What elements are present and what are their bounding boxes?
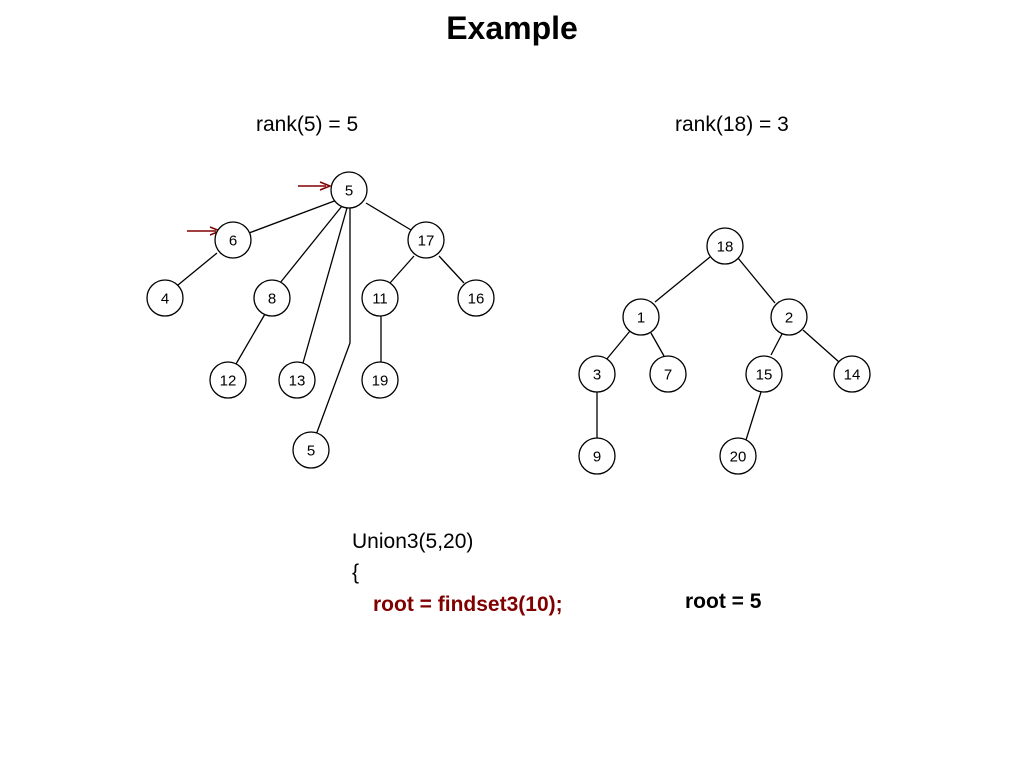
- code-line-findset-call: root = findset3(10);: [373, 593, 563, 616]
- node-13: 13: [278, 361, 316, 399]
- edge-18-2: [737, 257, 776, 304]
- node-label: 9: [593, 449, 601, 466]
- node-label: 3: [593, 367, 601, 384]
- edge-18-1: [654, 256, 711, 303]
- edge-17-11: [389, 255, 415, 284]
- edge-17-16: [438, 255, 465, 284]
- node-3: 3: [578, 355, 616, 393]
- node-8: 8: [253, 279, 291, 317]
- node-12: 12: [209, 361, 247, 399]
- node-16: 16: [457, 279, 495, 317]
- node-label: 4: [161, 291, 169, 308]
- node-label: 5: [307, 443, 315, 460]
- pointer-arrows: [187, 181, 333, 236]
- edge-2-14: [802, 329, 840, 363]
- node-label: 17: [418, 233, 435, 250]
- node-19: 19: [361, 361, 399, 399]
- root-result-label: root = 5: [685, 590, 762, 613]
- edge-5-6: [248, 199, 338, 234]
- arrow-to-root-5-icon: [298, 181, 333, 191]
- node-label: 15: [756, 367, 773, 384]
- node-18-root: 18: [706, 227, 744, 265]
- arrow-to-node-6-icon: [187, 226, 223, 236]
- left-tree-rank-label: rank(5) = 5: [256, 113, 359, 136]
- node-7: 7: [649, 355, 687, 393]
- node-15: 15: [745, 355, 783, 393]
- node-9: 9: [578, 437, 616, 475]
- node-label: 8: [268, 291, 276, 308]
- node-17: 17: [407, 221, 445, 259]
- node-label: 11: [372, 291, 388, 308]
- left-tree-nodes: 5 6 17 4 8 11 16 12: [146, 171, 495, 469]
- edge-15-20: [745, 391, 762, 441]
- node-5-child: 5: [292, 431, 330, 469]
- edge-5-13: [302, 207, 348, 364]
- code-line-function-call: Union3(5,20): [352, 530, 474, 553]
- edge-6-4: [177, 252, 218, 286]
- edge-5-17: [365, 202, 412, 231]
- node-label: 5: [345, 183, 353, 200]
- edge-8-12: [235, 313, 266, 365]
- node-label: 7: [664, 367, 672, 384]
- right-tree-edges: [596, 256, 840, 441]
- node-5-root: 5: [330, 171, 368, 209]
- node-4: 4: [146, 279, 184, 317]
- right-tree-rank-label: rank(18) = 3: [675, 113, 789, 136]
- slide-title: Example: [446, 10, 578, 46]
- edge-5-8: [279, 205, 343, 284]
- node-14: 14: [833, 355, 871, 393]
- node-1: 1: [622, 298, 660, 336]
- edge-2-15: [770, 333, 783, 356]
- node-label: 6: [229, 233, 237, 250]
- edge-1-7: [650, 332, 665, 357]
- node-label: 1: [637, 310, 645, 327]
- code-line-open-brace: {: [352, 561, 360, 584]
- left-tree-edges: [177, 199, 465, 436]
- edge-1-3: [605, 330, 631, 361]
- edge-5-5: [315, 208, 351, 436]
- node-20: 20: [719, 437, 757, 475]
- node-2: 2: [770, 298, 808, 336]
- right-tree-nodes: 18 1 2 3 7 15 14 9: [578, 227, 871, 475]
- node-label: 14: [844, 367, 861, 384]
- node-label: 12: [220, 373, 237, 390]
- node-label: 16: [468, 291, 485, 308]
- node-label: 18: [717, 239, 734, 256]
- node-label: 20: [730, 449, 747, 466]
- node-11: 11: [361, 279, 399, 317]
- node-label: 2: [785, 310, 793, 327]
- node-6: 6: [214, 221, 252, 259]
- node-label: 13: [289, 373, 306, 390]
- node-label: 19: [372, 373, 389, 390]
